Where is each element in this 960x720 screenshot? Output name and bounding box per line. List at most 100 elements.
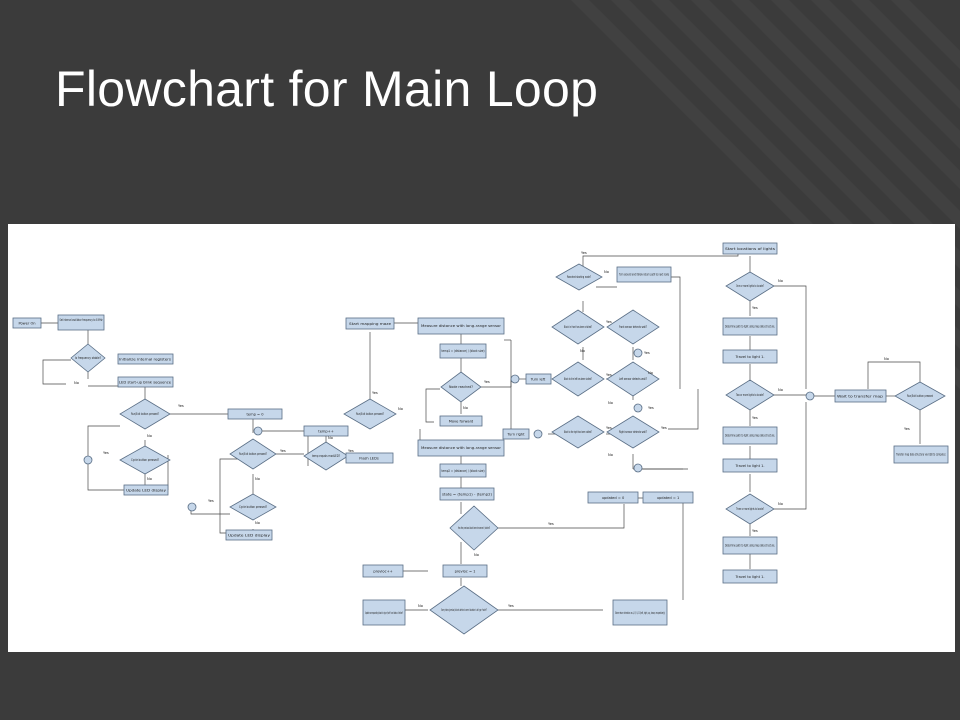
node-three-or-more-text: Three or more lights to locate? xyxy=(735,507,764,511)
edge-labels: No Yes No Yes No Yes No No Yes No Yes Ye… xyxy=(74,251,910,608)
edge-label-yes: Yes xyxy=(752,306,758,310)
node-determine-1 xyxy=(722,317,778,336)
node-travel-2 xyxy=(722,458,778,473)
node-travel-2-text: Travel to light 1. xyxy=(734,464,764,468)
node-front-sensor xyxy=(606,309,660,345)
edge-label-yes: Yes xyxy=(661,426,667,430)
node-wait-transfer xyxy=(834,389,887,403)
node-determine-2-text: Determine path to light using map data s… xyxy=(725,434,775,438)
node-merge-8 xyxy=(633,463,643,473)
node-update-block-text: Update corresponding block to type "path… xyxy=(365,611,403,615)
edge-label-yes: Yes xyxy=(904,427,910,431)
edge-label-yes: Yes xyxy=(752,416,758,420)
node-two-or-more xyxy=(725,379,775,411)
node-run-exit-3 xyxy=(343,398,397,430)
node-transfer-usb-text: Transfer map data structure via USB to c… xyxy=(895,453,946,457)
edge-label-yes: Yes xyxy=(208,499,214,503)
node-node-reached-text: Node reached? xyxy=(449,385,473,389)
node-three-or-more xyxy=(725,493,775,525)
node-node-reached xyxy=(440,371,482,403)
edge-label-no: No xyxy=(778,279,783,283)
node-run-exit-2-text: Run/Exit button pressed? xyxy=(239,452,267,456)
node-block-front xyxy=(551,309,605,345)
node-merge-9 xyxy=(805,391,815,401)
node-start-mapping xyxy=(345,317,395,330)
node-right-sensor xyxy=(606,415,660,449)
edge-label-no: No xyxy=(255,521,260,525)
node-travel-3-text: Travel to light 1. xyxy=(734,575,764,579)
node-state-calc-text: state = (temp1) - (temp2) xyxy=(442,493,493,497)
edge-label-yes: Yes xyxy=(348,449,354,453)
slide-title: Flowchart for Main Loop xyxy=(55,61,599,117)
node-temp-equals xyxy=(303,441,349,471)
node-temp2-calc xyxy=(439,463,487,478)
node-init-registers-text: Initialize internal registers xyxy=(119,358,171,362)
node-determine-2 xyxy=(722,426,778,445)
node-measure-1 xyxy=(417,317,505,335)
edge-label-yes: Yes xyxy=(752,529,758,533)
node-run-exit-3-text: Run/Exit button pressed? xyxy=(356,412,384,416)
node-one-or-more-text: One or more lights to locate? xyxy=(736,284,764,288)
node-set-oscillator-text: Set internal oscillator frequency to 8 M… xyxy=(60,318,103,322)
node-every-index xyxy=(429,585,499,635)
node-temp1-calc xyxy=(439,343,487,359)
node-merge-5 xyxy=(533,429,543,439)
node-run-exit-1-text: Run/Exit button pressed? xyxy=(131,412,159,416)
node-update-led-1 xyxy=(123,484,169,496)
node-one-or-more xyxy=(725,271,775,302)
edge-label-no: No xyxy=(147,477,152,481)
node-merge-4 xyxy=(510,374,520,384)
node-init-registers xyxy=(117,353,174,365)
edge-label-yes: Yes xyxy=(508,604,514,608)
flowchart-panel: Power On Set internal oscillator frequen… xyxy=(8,224,955,652)
node-run-exit-2 xyxy=(229,438,277,470)
edge-label-yes: Yes xyxy=(644,351,650,355)
node-has-prev xyxy=(449,505,499,551)
edge-label-yes: Yes xyxy=(581,251,587,255)
edge-label-yes: Yes xyxy=(548,522,554,526)
edge-label-yes: Yes xyxy=(280,449,286,453)
node-has-prev-text: Has the previous block been traversed / … xyxy=(458,526,490,530)
node-front-sensor-text: Front sensor detects wall? xyxy=(619,325,647,329)
node-turn-left xyxy=(525,373,552,385)
node-measure-1-text: Measure distance with long-range sensor xyxy=(421,324,502,328)
node-prevloc-inc-text: prevloc++ xyxy=(373,570,392,574)
node-run-exit-4-text: Run/Exit button pressed xyxy=(907,394,933,398)
node-flash-leds xyxy=(345,452,394,464)
node-is-freq-stable xyxy=(70,343,106,373)
edge-label-yes: Yes xyxy=(606,320,612,324)
connectors xyxy=(41,248,921,611)
node-block-front-text: Block in front has been visited? xyxy=(564,325,592,329)
node-updated-0 xyxy=(587,491,639,504)
node-led-startup xyxy=(117,376,174,388)
node-prevloc-1-text: prevloc = 1 xyxy=(455,570,476,574)
node-temp-equals-text: temp equals modLED? xyxy=(312,454,340,458)
node-turn-around xyxy=(616,266,672,283)
edge-label-no: No xyxy=(398,407,403,411)
node-updated-1 xyxy=(642,491,694,504)
node-turn-around-text: Turn around and follow return path to ne… xyxy=(618,273,669,277)
edge-label-no: No xyxy=(463,406,468,410)
node-travel-3 xyxy=(722,569,778,584)
node-turn-right-text: Turn right xyxy=(506,433,525,437)
node-transfer-usb xyxy=(893,445,949,464)
node-temp-inc-text: temp++ xyxy=(318,430,333,434)
edge-label-no: No xyxy=(778,388,783,392)
node-is-freq-stable-text: Is frequency stable? xyxy=(75,356,101,360)
node-reached-start-text: Reached starting node? xyxy=(567,275,591,279)
node-temp-0-text: temp = 0 xyxy=(247,413,265,417)
edge-label-no: No xyxy=(608,453,613,457)
edge-label-no: No xyxy=(648,371,653,375)
node-block-right xyxy=(551,415,605,449)
node-block-left-text: Block to the left has been visited? xyxy=(564,377,592,381)
node-update-led-2-text: Update LED display xyxy=(228,534,271,538)
node-left-sensor xyxy=(606,361,660,397)
node-start-locations-text: Start locations of lights xyxy=(725,247,775,251)
node-temp-0 xyxy=(227,408,283,420)
node-wait-transfer-text: Wait to transfer map xyxy=(837,395,884,399)
edge-label-yes: Yes xyxy=(103,451,109,455)
node-prevloc-inc xyxy=(362,564,404,578)
node-cycle-1 xyxy=(119,445,171,475)
node-store-return xyxy=(612,599,668,626)
node-set-oscillator xyxy=(57,314,105,331)
